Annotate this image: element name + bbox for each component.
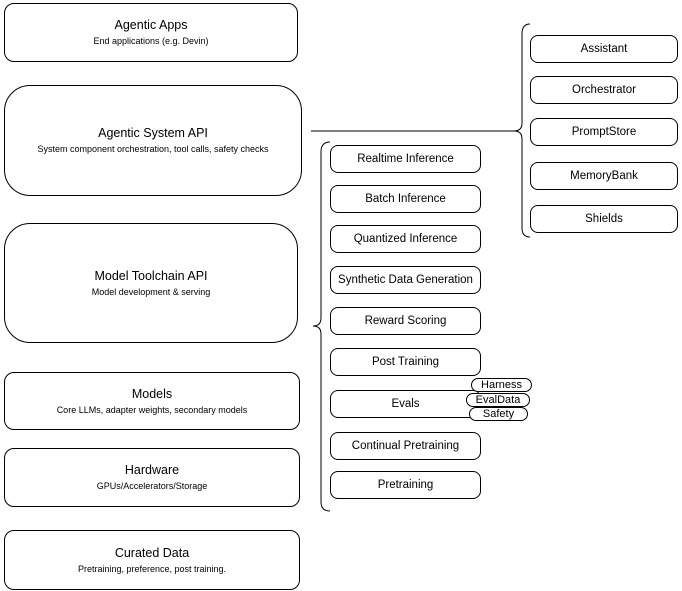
components-brace xyxy=(513,23,531,238)
component-item-memorybank: MemoryBank xyxy=(530,162,678,190)
node-models: Models Core LLMs, adapter weights, secon… xyxy=(4,372,300,430)
toolchain-item-batch-inference: Batch Inference xyxy=(330,185,481,213)
toolchain-item-evals: Evals xyxy=(330,390,481,418)
component-item-orchestrator: Orchestrator xyxy=(530,76,678,104)
node-title: Curated Data xyxy=(114,545,190,560)
node-agentic-apps: Agentic Apps End applications (e.g. Devi… xyxy=(4,3,298,62)
node-title: Agentic System API xyxy=(98,126,208,140)
toolchain-item-synthetic-data-generation: Synthetic Data Generation xyxy=(330,266,481,294)
toolchain-item-post-training: Post Training xyxy=(330,348,481,376)
node-subtitle: System component orchestration, tool cal… xyxy=(37,144,269,154)
eval-pill-safety: Safety xyxy=(469,407,528,421)
eval-pill-evaldata: EvalData xyxy=(466,393,530,407)
eval-pill-harness: Harness xyxy=(471,378,532,392)
toolchain-item-quantized-inference: Quantized Inference xyxy=(330,225,481,253)
node-model-toolchain-api: Model Toolchain API Model development & … xyxy=(4,223,298,343)
toolchain-item-reward-scoring: Reward Scoring xyxy=(330,307,481,335)
node-hardware: Hardware GPUs/Accelerators/Storage xyxy=(4,448,300,507)
component-item-assistant: Assistant xyxy=(530,35,678,63)
node-subtitle: Core LLMs, adapter weights, secondary mo… xyxy=(56,404,248,415)
toolchain-item-continual-pretraining: Continual Pretraining xyxy=(330,432,481,460)
component-item-shields: Shields xyxy=(530,205,678,233)
node-curated-data: Curated Data Pretraining, preference, po… xyxy=(4,530,300,590)
node-title: Models xyxy=(131,386,173,401)
node-title: Hardware xyxy=(124,463,180,477)
component-item-promptstore: PromptStore xyxy=(530,118,678,146)
toolchain-item-realtime-inference: Realtime Inference xyxy=(330,145,481,173)
node-title: Agentic Apps xyxy=(114,18,188,32)
node-subtitle: End applications (e.g. Devin) xyxy=(93,36,209,46)
node-subtitle: Pretraining, preference, post training. xyxy=(77,563,227,574)
node-agentic-system-api: Agentic System API System component orch… xyxy=(4,85,302,196)
node-subtitle: Model development & serving xyxy=(91,286,211,297)
toolchain-brace xyxy=(312,141,331,512)
toolchain-item-pretraining: Pretraining xyxy=(330,471,481,499)
node-subtitle: GPUs/Accelerators/Storage xyxy=(96,481,208,491)
node-title: Model Toolchain API xyxy=(94,268,208,283)
